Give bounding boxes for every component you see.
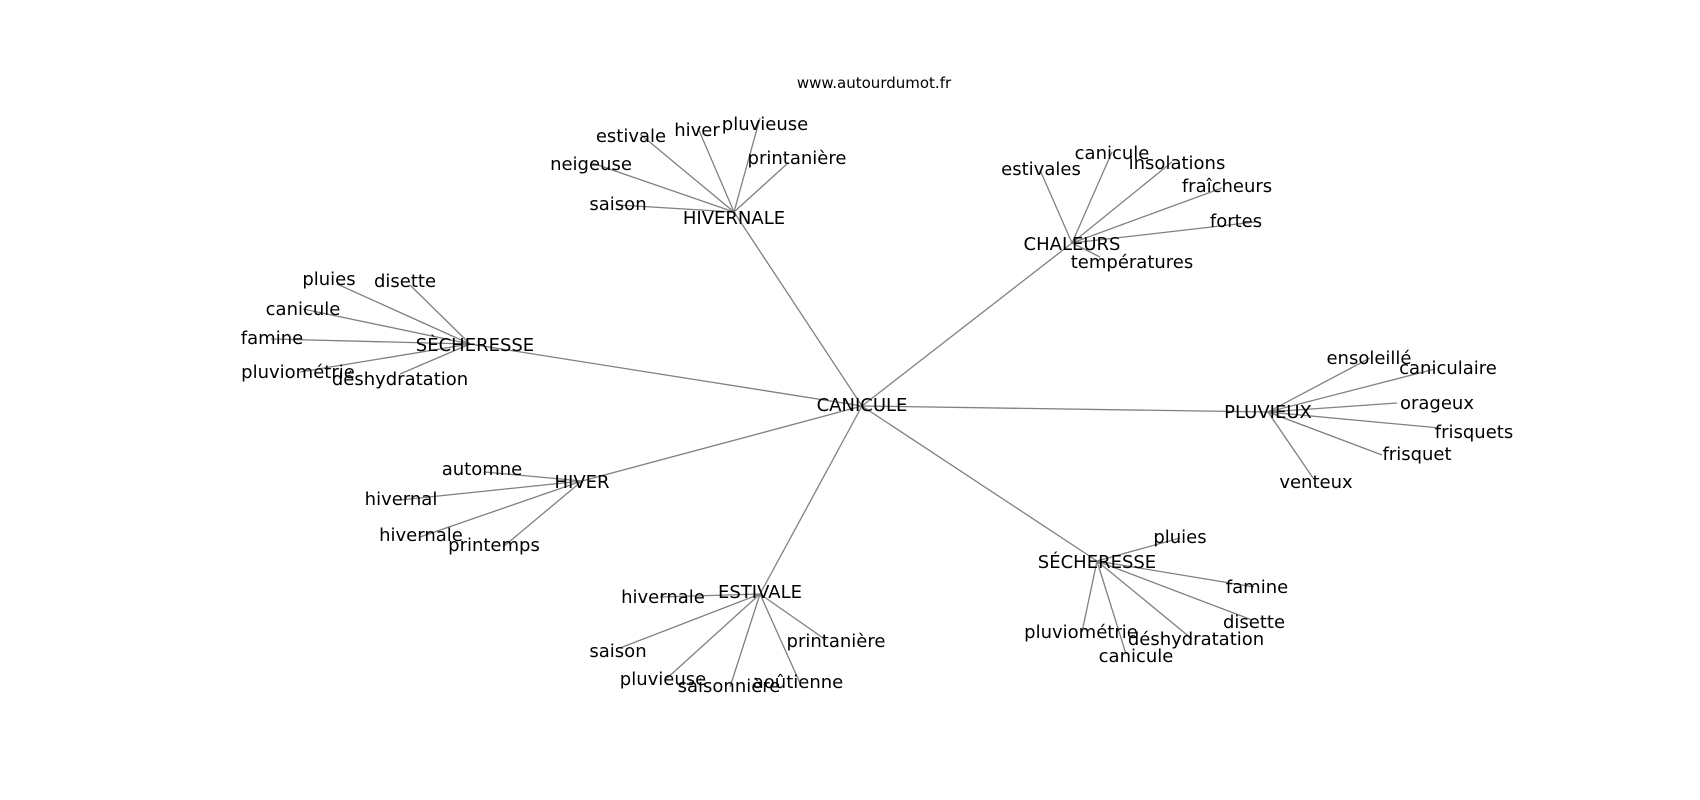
word-node-label[interactable]: printanière (748, 148, 847, 169)
edge-cluster-to-word (1096, 560, 1193, 640)
edge-cluster-to-word (419, 480, 583, 538)
edge-cluster-to-word (336, 283, 471, 345)
edge-cluster-to-word (270, 338, 471, 345)
word-node-label[interactable]: saison (589, 641, 646, 662)
edge-center-to-cluster (759, 405, 863, 595)
edge-center-to-cluster (861, 405, 1098, 562)
word-node-label[interactable]: insolations (1129, 153, 1226, 174)
edge-cluster-to-word (1267, 402, 1398, 413)
edge-center-to-cluster (861, 405, 1269, 413)
word-node-label[interactable]: déshydratation (332, 369, 468, 390)
edge-cluster-to-word (1096, 560, 1253, 621)
word-node-label[interactable]: hivernale (621, 587, 705, 608)
edge-cluster-to-word (697, 127, 735, 213)
edge-cluster-to-word (591, 162, 735, 213)
word-node-label[interactable]: saison (589, 194, 646, 215)
word-node-label[interactable]: printemps (448, 535, 540, 556)
word-node-label[interactable]: pluviométrie (241, 362, 355, 383)
word-node-label[interactable]: printanière (787, 631, 886, 652)
word-node-label[interactable]: estivales (1001, 159, 1081, 180)
edge-center-to-cluster (469, 343, 863, 407)
word-node-label[interactable]: hivernal (365, 489, 438, 510)
word-node-label[interactable]: pluviométrie (1024, 622, 1138, 643)
word-node-label[interactable]: déshydratation (1128, 629, 1264, 650)
edge-cluster-to-word (409, 284, 471, 345)
edge-cluster-to-word (659, 593, 761, 598)
edge-cluster-to-word (1071, 242, 1101, 258)
cluster-node-label[interactable]: CHALEURS (1024, 234, 1121, 255)
edge-cluster-to-word (1267, 411, 1314, 479)
edge-cluster-to-word (302, 308, 471, 345)
edge-cluster-to-word (484, 471, 583, 482)
word-node-label[interactable]: disette (374, 271, 436, 292)
word-node-label[interactable]: canicule (1075, 143, 1150, 164)
edge-cluster-to-word (502, 480, 583, 548)
cluster-node-label[interactable]: SÉCHERESSE (1038, 551, 1156, 573)
edge-cluster-to-word (1071, 161, 1173, 244)
word-node-label[interactable]: estivale (596, 126, 666, 147)
edge-cluster-to-word (1267, 357, 1371, 413)
word-node-label[interactable]: fortes (1210, 211, 1262, 232)
cluster-node-label[interactable]: HIVERNALE (683, 208, 785, 229)
edge-cluster-to-word (664, 593, 761, 681)
word-node-label[interactable]: températures (1071, 252, 1194, 273)
edge-cluster-to-word (639, 133, 735, 213)
word-node-label[interactable]: pluies (1153, 527, 1206, 548)
edge-cluster-to-word (1071, 187, 1223, 244)
word-node-label[interactable]: famine (241, 328, 303, 349)
edge-cluster-to-word (1071, 151, 1113, 244)
edge-cluster-to-word (1267, 411, 1383, 456)
word-node-label[interactable]: neigeuse (550, 154, 632, 175)
edge-cluster-to-word (617, 204, 735, 213)
edge-cluster-to-word (399, 480, 583, 501)
word-node-label[interactable]: disette (1223, 612, 1285, 633)
word-node-label[interactable]: frisquet (1382, 444, 1451, 465)
word-node-label[interactable]: pluies (302, 269, 355, 290)
edge-cluster-to-word (759, 593, 827, 641)
edge-cluster-to-word (1267, 368, 1436, 413)
edge-cluster-to-word (299, 343, 471, 373)
word-node-label[interactable]: hiver (674, 120, 720, 141)
word-node-label[interactable]: automne (442, 459, 523, 480)
edge-center-to-cluster (581, 405, 863, 482)
edges-layer (270, 117, 1441, 688)
edge-cluster-to-word (1071, 221, 1256, 244)
edge-center-to-cluster (861, 242, 1073, 407)
word-node-label[interactable]: caniculaire (1399, 358, 1497, 379)
cluster-node-label[interactable]: PLUVIEUX (1224, 402, 1312, 423)
edge-center-to-cluster (733, 211, 863, 407)
word-node-label[interactable]: venteux (1279, 472, 1353, 493)
word-node-label[interactable]: fraîcheurs (1182, 176, 1272, 197)
edge-cluster-to-word (1096, 560, 1255, 588)
word-node-label[interactable]: canicule (1099, 646, 1174, 667)
word-node-label[interactable]: orageux (1400, 393, 1474, 414)
word-node-label[interactable]: frisquets (1435, 422, 1513, 443)
word-node-label[interactable]: pluvieuse (620, 669, 706, 690)
cluster-node-label[interactable]: ESTIVALE (718, 582, 802, 603)
word-node-label[interactable]: pluvieuse (722, 114, 808, 135)
center-node-label[interactable]: CANICULE (817, 395, 908, 416)
word-node-label[interactable]: famine (1226, 577, 1288, 598)
edge-cluster-to-word (1081, 560, 1098, 633)
word-node-label[interactable]: aoûtienne (753, 672, 843, 693)
cluster-node-label[interactable]: SÈCHERESSE (416, 334, 534, 356)
edge-cluster-to-word (1039, 169, 1073, 244)
word-node-label[interactable]: saisonnière (678, 676, 781, 697)
word-node-label[interactable]: hivernale (379, 525, 463, 546)
edge-cluster-to-word (733, 162, 789, 213)
word-node-label[interactable]: ensoleillé (1326, 348, 1411, 369)
edge-cluster-to-word (619, 593, 761, 649)
edge-cluster-to-word (729, 593, 761, 688)
edge-cluster-to-word (1267, 411, 1441, 429)
cluster-node-label[interactable]: HIVER (554, 472, 609, 493)
edge-cluster-to-word (733, 117, 761, 213)
edge-cluster-to-word (759, 593, 801, 684)
word-node-label[interactable]: canicule (266, 299, 341, 320)
website-label[interactable]: www.autourdumot.fr (797, 74, 952, 92)
edge-cluster-to-word (1096, 537, 1181, 562)
edge-cluster-to-word (1096, 560, 1127, 655)
edge-cluster-to-word (399, 343, 471, 375)
